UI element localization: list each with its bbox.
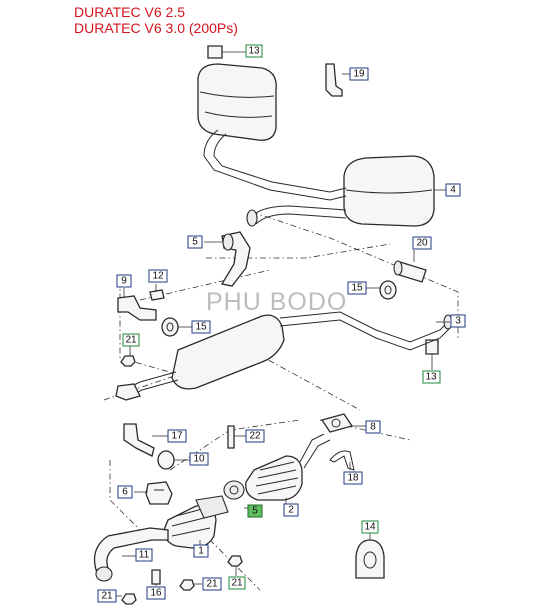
catalytic-converter-2	[223, 433, 331, 501]
callout-5-top: 5	[187, 235, 203, 249]
callout-12: 12	[148, 269, 168, 283]
nut-21-bottom-a	[227, 555, 243, 567]
svg-text:21: 21	[206, 579, 218, 590]
rear-silencer-left	[197, 63, 277, 141]
rubber-mount-13-top	[207, 45, 223, 59]
bracket-19	[325, 63, 343, 97]
downpipe-11	[93, 527, 169, 582]
bracket-9	[117, 295, 157, 321]
gasket-15-right	[379, 280, 397, 300]
stud-16	[151, 569, 161, 585]
pin-22	[227, 425, 235, 449]
nut-21-top	[120, 355, 136, 367]
pipe-sleeve-20	[393, 260, 427, 283]
callout-21-bottom-right: 21	[228, 576, 246, 590]
callout-9: 9	[116, 274, 132, 288]
callout-14: 14	[361, 520, 379, 534]
svg-text:13: 13	[425, 372, 437, 383]
callout-15-right: 15	[347, 281, 367, 295]
nut-21-bottom-c	[121, 593, 137, 605]
svg-text:19: 19	[353, 69, 365, 80]
svg-text:21: 21	[101, 591, 113, 602]
svg-text:17: 17	[171, 431, 183, 442]
callout-20: 20	[412, 236, 432, 250]
rear-tail-pipes	[203, 129, 347, 227]
callout-22: 22	[245, 429, 265, 443]
connector-pipe-5	[220, 231, 251, 287]
callout-6: 6	[117, 485, 133, 499]
callout-18: 18	[343, 471, 363, 485]
svg-text:21: 21	[231, 578, 243, 589]
callout-10: 10	[189, 452, 209, 466]
callout-17: 17	[167, 429, 187, 443]
svg-text:18: 18	[347, 473, 359, 484]
svg-text:4: 4	[450, 185, 456, 196]
clamp-18	[329, 450, 355, 471]
intermediate-pipe-3	[115, 311, 453, 401]
svg-text:3: 3	[455, 316, 461, 327]
callout-21-bottom-left: 21	[97, 589, 117, 603]
mount-10	[157, 450, 175, 470]
svg-text:6: 6	[122, 487, 128, 498]
callout-11: 11	[135, 548, 153, 562]
svg-text:1: 1	[198, 546, 204, 557]
svg-text:11: 11	[139, 550, 150, 561]
diagram-title-line-1: DURATEC V6 2.5	[74, 4, 185, 20]
bolt-12	[149, 289, 165, 301]
callout-13-right: 13	[422, 370, 441, 384]
svg-text:20: 20	[416, 238, 428, 249]
svg-text:2: 2	[288, 505, 294, 516]
svg-text:13: 13	[248, 46, 260, 57]
svg-text:5: 5	[252, 506, 258, 517]
callout-19: 19	[349, 67, 369, 81]
svg-text:9: 9	[121, 276, 127, 287]
callout-8: 8	[365, 420, 381, 434]
heat-shield-17	[123, 423, 155, 457]
diagram-title-line-2: DURATEC V6 3.0 (200Ps)	[74, 20, 238, 36]
svg-text:15: 15	[195, 322, 207, 333]
callout-21-top: 21	[122, 333, 140, 347]
callout-21-bottom-middle: 21	[202, 577, 222, 591]
callout-3: 3	[450, 314, 466, 328]
svg-text:21: 21	[125, 335, 137, 346]
flange-gasket-8	[320, 413, 354, 433]
callout-1: 1	[193, 544, 209, 558]
svg-text:22: 22	[249, 431, 261, 442]
callout-13-top: 13	[245, 44, 263, 58]
svg-text:10: 10	[193, 454, 205, 465]
rear-silencer-right	[343, 155, 435, 227]
callout-16: 16	[146, 586, 166, 600]
callout-4: 4	[445, 183, 461, 197]
gasket-15-left	[161, 317, 179, 337]
bracket-6	[145, 481, 173, 505]
svg-text:14: 14	[364, 522, 376, 533]
svg-text:12: 12	[152, 271, 164, 282]
callout-5-bottom: 5	[247, 504, 263, 518]
svg-text:5: 5	[192, 237, 198, 248]
gasket-14	[355, 539, 385, 579]
svg-text:16: 16	[150, 588, 162, 599]
watermark-text: PHU BODO	[206, 288, 348, 316]
callout-15-left: 15	[191, 320, 211, 334]
nut-21-bottom-b	[179, 579, 195, 591]
svg-text:8: 8	[370, 422, 376, 433]
svg-text:15: 15	[351, 283, 363, 294]
callout-2: 2	[283, 503, 299, 517]
front-catalyst-1	[163, 495, 229, 549]
rubber-mount-13-right	[425, 339, 439, 355]
